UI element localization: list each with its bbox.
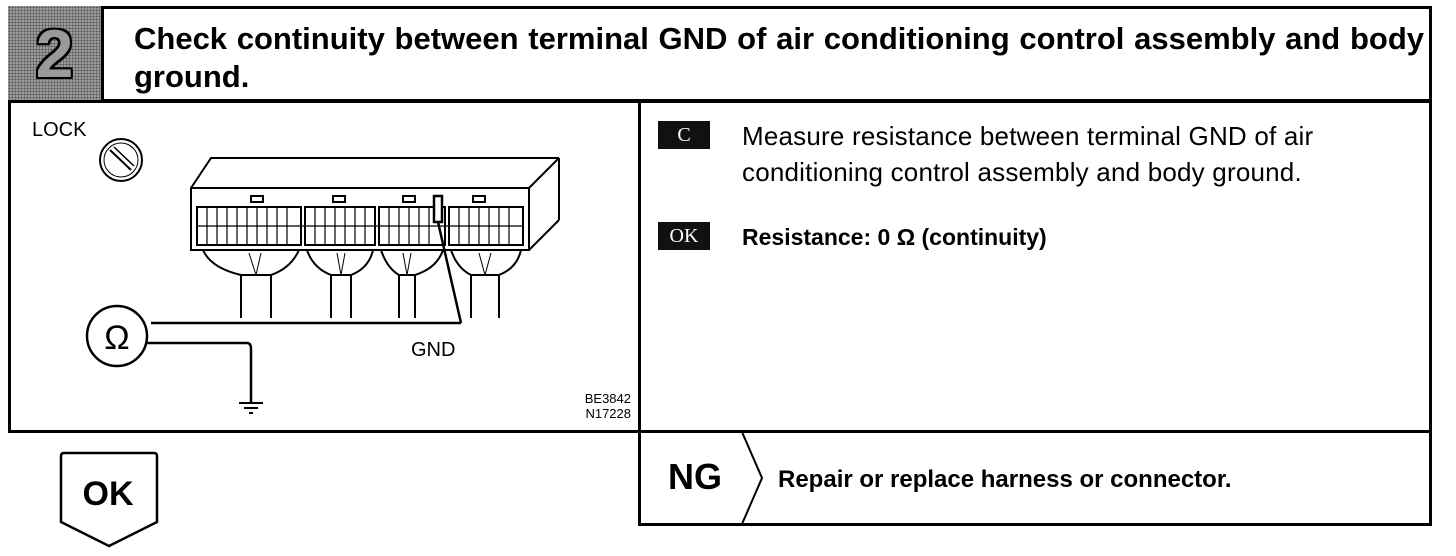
ng-result-box — [641, 430, 1432, 526]
column-divider — [638, 100, 641, 526]
ground-icon — [239, 402, 263, 414]
ok-spec-text: Resistance: 0 Ω (continuity) — [742, 224, 1047, 250]
test-lead-icon — [151, 194, 463, 325]
connector-block-icon — [190, 157, 560, 318]
lock-knob-icon — [99, 138, 143, 182]
chevron-right-icon — [741, 432, 764, 524]
ok-spec-tag: OK — [658, 222, 710, 250]
ohm-symbol: Ω — [104, 319, 129, 357]
step-number-badge: 2 — [8, 6, 104, 102]
ok-arrow-icon — [59, 451, 159, 548]
lock-label: LOCK — [32, 119, 87, 141]
figure-code-2: N17228 — [585, 406, 631, 421]
ng-action-text: Repair or replace harness or connector. — [778, 466, 1232, 493]
ng-label: NG — [668, 456, 722, 497]
check-tag: C — [658, 121, 710, 149]
figure-code-1: BE3842 — [585, 391, 631, 406]
ohmmeter-icon: Ω — [85, 304, 149, 368]
connector-illustration: LOCK — [32, 119, 631, 421]
step-number: 2 — [35, 16, 74, 92]
step-title: Check continuity between terminal GND of… — [134, 21, 1424, 94]
ground-lead — [147, 341, 253, 403]
gnd-label: GND — [411, 339, 455, 361]
ok-next-label: OK — [82, 475, 134, 513]
check-instruction: Measure resistance between terminal GND … — [742, 121, 1314, 187]
